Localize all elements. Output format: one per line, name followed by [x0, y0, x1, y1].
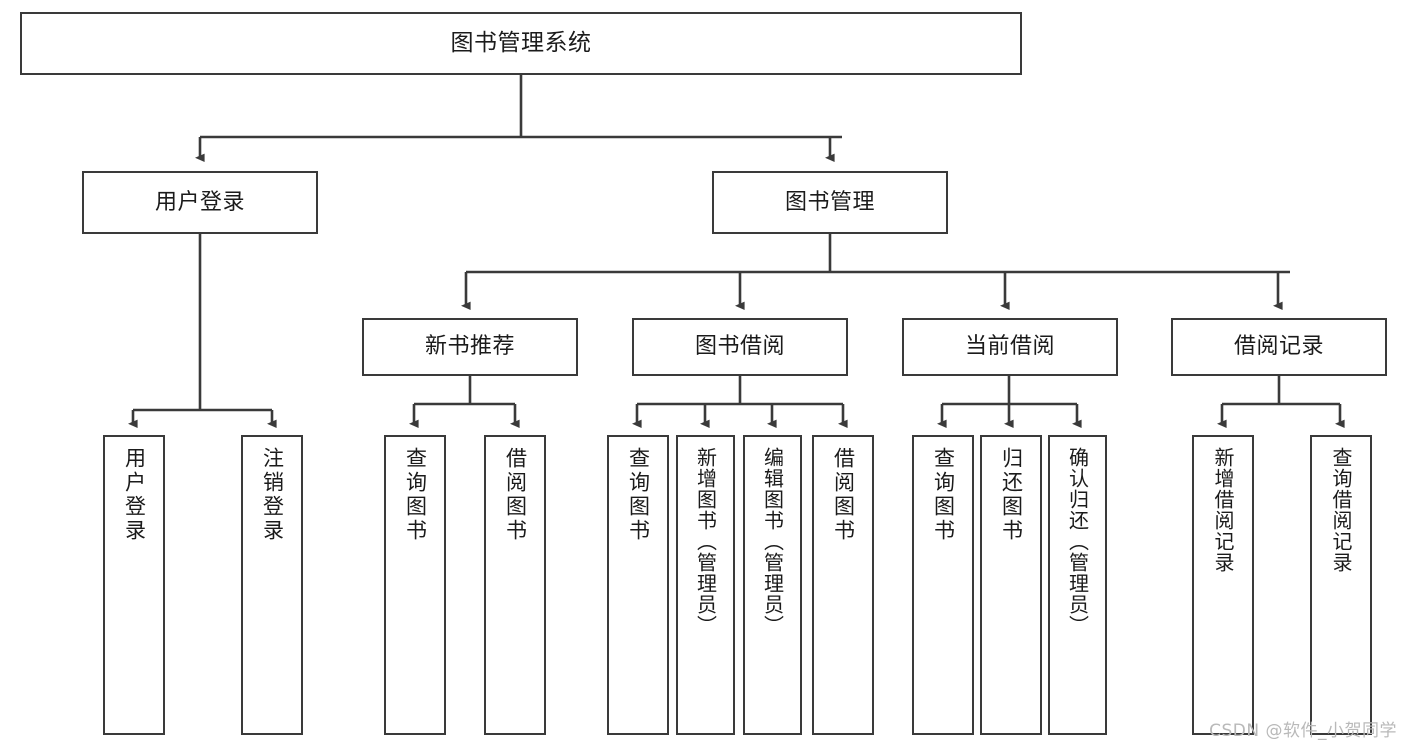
node-leaf-edit-book-label: 编辑图书（管理员）	[760, 447, 785, 636]
node-leaf-query-book-3-label: 查询图书	[931, 447, 956, 543]
node-leaf-add-record-label: 新增借阅记录	[1211, 447, 1235, 573]
node-current-borrow-label: 当前借阅	[964, 334, 1055, 360]
node-user-login[interactable]: 用户登录	[82, 171, 318, 234]
node-book-borrow-label: 图书借阅	[694, 334, 785, 360]
node-leaf-user-login-label: 用户登录	[122, 447, 147, 543]
node-leaf-confirm-return-label: 确认归还（管理员）	[1065, 447, 1090, 636]
node-leaf-borrow-book-1[interactable]: 借阅图书	[484, 435, 546, 735]
node-leaf-return-book-label: 归还图书	[999, 447, 1024, 543]
node-leaf-query-book-2-label: 查询图书	[626, 447, 651, 543]
node-borrow-record[interactable]: 借阅记录	[1171, 318, 1387, 376]
node-book-borrow[interactable]: 图书借阅	[632, 318, 848, 376]
node-leaf-query-record[interactable]: 查询借阅记录	[1310, 435, 1372, 735]
node-leaf-user-login[interactable]: 用户登录	[103, 435, 165, 735]
node-new-book-rec[interactable]: 新书推荐	[362, 318, 578, 376]
node-leaf-query-book-1-label: 查询图书	[403, 447, 428, 543]
node-borrow-record-label: 借阅记录	[1233, 334, 1324, 360]
node-book-manage[interactable]: 图书管理	[712, 171, 948, 234]
node-leaf-edit-book[interactable]: 编辑图书（管理员）	[743, 435, 802, 735]
node-leaf-add-book[interactable]: 新增图书（管理员）	[676, 435, 735, 735]
node-book-manage-label: 图书管理	[784, 189, 875, 215]
node-leaf-logout[interactable]: 注销登录	[241, 435, 303, 735]
node-leaf-query-book-3[interactable]: 查询图书	[912, 435, 974, 735]
node-root[interactable]: 图书管理系统	[20, 12, 1022, 75]
node-current-borrow[interactable]: 当前借阅	[902, 318, 1118, 376]
node-leaf-query-record-label: 查询借阅记录	[1329, 447, 1353, 573]
node-leaf-borrow-book-1-label: 借阅图书	[503, 447, 528, 543]
node-leaf-logout-label: 注销登录	[260, 447, 285, 543]
node-leaf-query-book-1[interactable]: 查询图书	[384, 435, 446, 735]
node-leaf-add-book-label: 新增图书（管理员）	[693, 447, 718, 636]
node-leaf-confirm-return[interactable]: 确认归还（管理员）	[1048, 435, 1107, 735]
node-leaf-add-record[interactable]: 新增借阅记录	[1192, 435, 1254, 735]
node-leaf-query-book-2[interactable]: 查询图书	[607, 435, 669, 735]
node-root-label: 图书管理系统	[450, 30, 592, 57]
node-user-login-label: 用户登录	[154, 189, 245, 215]
csdn-watermark: CSDN @软件_小贺同学	[1209, 721, 1397, 741]
node-new-book-rec-label: 新书推荐	[424, 334, 515, 360]
node-leaf-borrow-book-2[interactable]: 借阅图书	[812, 435, 874, 735]
node-leaf-borrow-book-2-label: 借阅图书	[831, 447, 856, 543]
node-leaf-return-book[interactable]: 归还图书	[980, 435, 1042, 735]
